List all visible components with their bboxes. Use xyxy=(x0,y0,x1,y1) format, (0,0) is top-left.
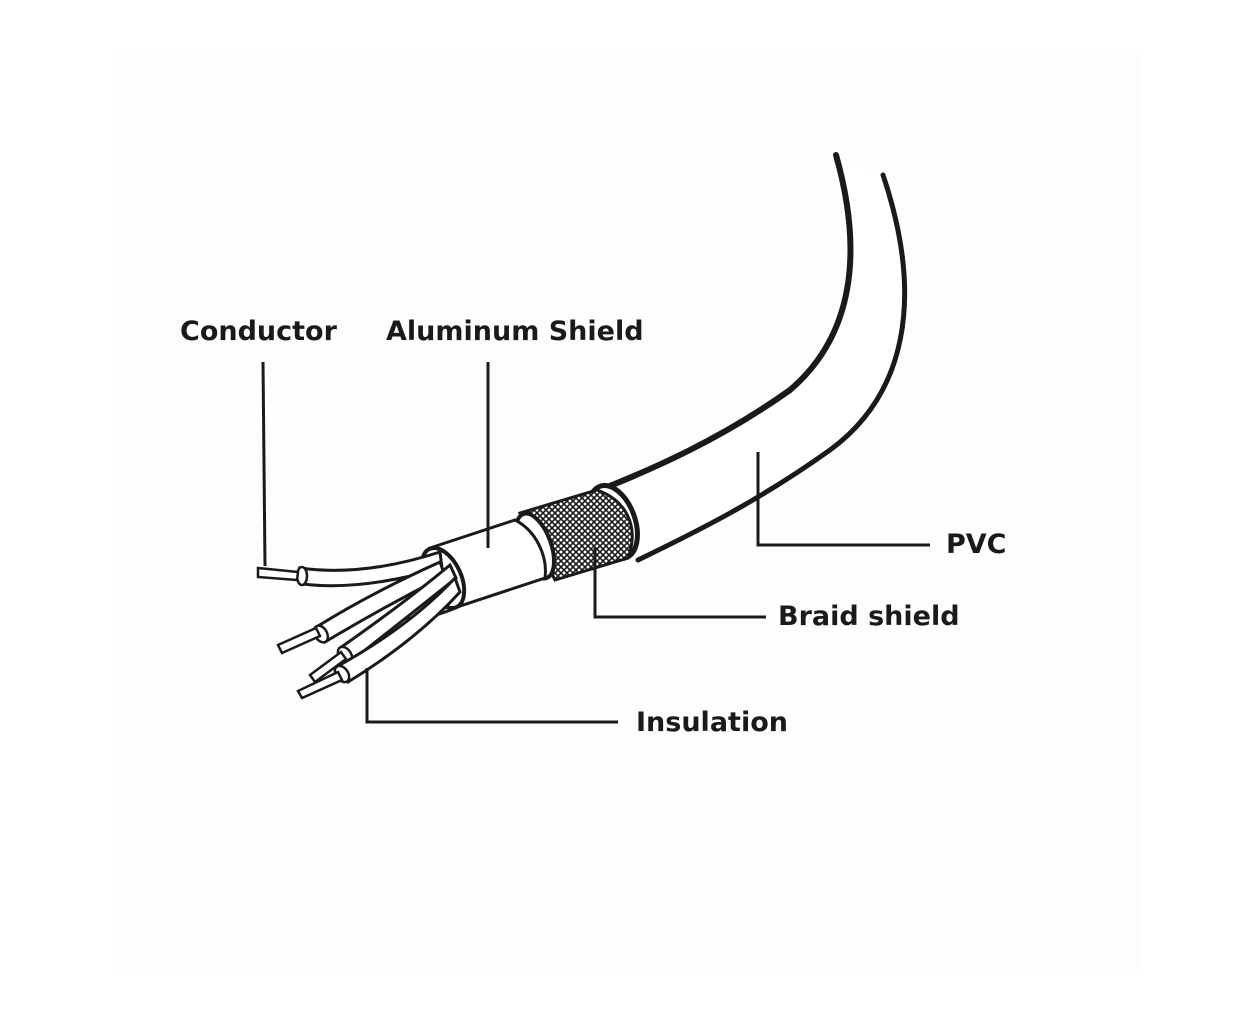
label-pvc: PVC xyxy=(946,529,1007,560)
conductor-tips xyxy=(256,566,348,700)
label-conductor: Conductor xyxy=(180,316,337,347)
label-insulation: Insulation xyxy=(636,707,788,738)
label-braid-shield: Braid shield xyxy=(778,601,960,632)
label-aluminum-shield: Aluminum Shield xyxy=(386,316,644,347)
leader-insulation xyxy=(365,668,618,724)
leader-conductor xyxy=(261,361,267,567)
leader-pvc xyxy=(756,452,930,547)
leader-braid-shield xyxy=(593,548,766,619)
insulated-wires xyxy=(295,550,462,685)
leader-lines xyxy=(261,361,930,724)
pvc-jacket xyxy=(586,152,908,563)
